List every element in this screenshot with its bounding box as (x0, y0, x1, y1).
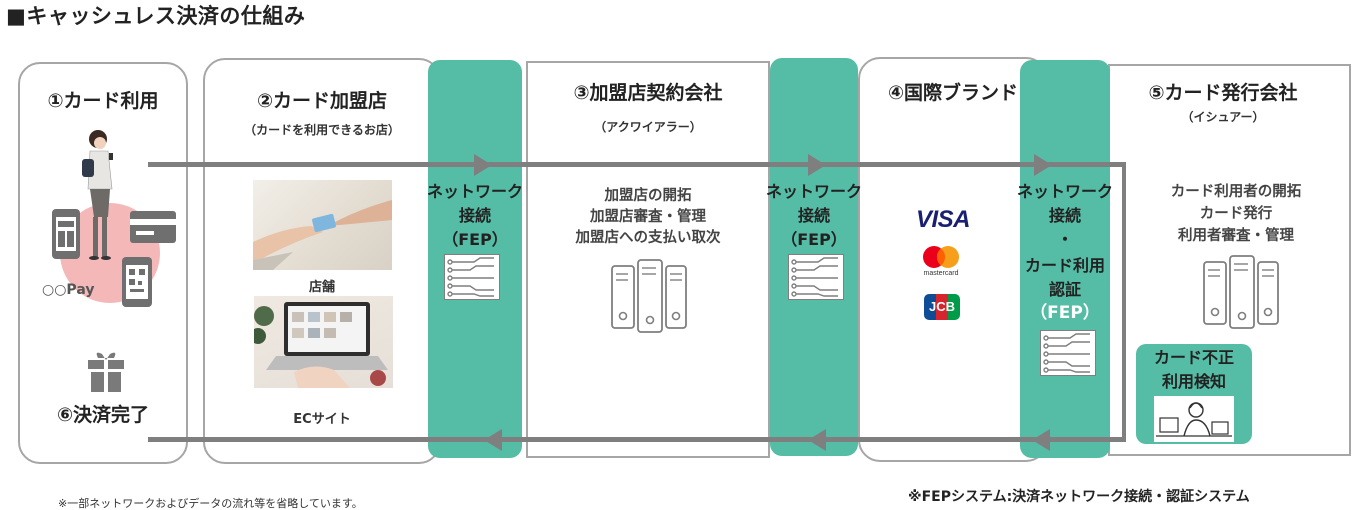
store-label: 店舗 (308, 280, 335, 295)
credit-card-icon (130, 211, 176, 243)
ec-site-label: ECサイト (293, 412, 351, 427)
fep-1-line-1: ネットワーク (426, 182, 523, 201)
fep-1-line-2: 接続 (458, 206, 491, 225)
footnote-right: ※FEPシステム:決済ネットワーク接続・認証システム (908, 489, 1250, 505)
fep-2-line-1: ネットワーク (765, 182, 862, 201)
fep-circuit-icon-2 (788, 254, 844, 300)
ec-site-photo (254, 296, 393, 388)
flow-arrow-right-3 (1034, 154, 1052, 176)
fraud-detection-line-2: 利用検知 (1161, 372, 1226, 391)
fep-1-line-3: （FEP） (442, 230, 508, 249)
flow-line-bottom (148, 437, 1126, 442)
mastercard-logo-text: mastercard (923, 270, 959, 277)
step-merchant-label: ②カード加盟店 (256, 90, 388, 112)
flow-line-top (148, 162, 1126, 167)
fep-3-line-3: ・ (1056, 230, 1073, 249)
flow-arrow-left-3 (484, 429, 502, 451)
acquirer-line-3: 加盟店への支払い取次 (575, 230, 721, 246)
page-title: ■キャッシュレス決済の仕組み (6, 4, 306, 28)
fep-3-line-6: （FEP） (1030, 303, 1100, 323)
fep-3-line-2: 接続 (1048, 206, 1081, 225)
store-photo (253, 180, 392, 270)
acquirer-line-2: 加盟店審査・管理 (590, 209, 706, 225)
visa-logo: VISA (915, 206, 971, 233)
mastercard-logo-icon (923, 246, 959, 268)
step-brand-label: ④国際ブランド (887, 82, 1019, 104)
step-card-use-label: ①カード利用 (47, 90, 159, 112)
fep-2-line-2: 接続 (797, 206, 830, 225)
issuer-line-2: カード発行 (1199, 206, 1273, 222)
flow-arrow-right-2 (808, 154, 826, 176)
smartphone-icon (52, 209, 80, 259)
fep-3-line-4: カード利用 (1024, 256, 1105, 275)
operator-icon (1154, 396, 1234, 442)
issuer-line-3: 利用者審査・管理 (1178, 228, 1294, 244)
gift-box-icon (88, 352, 124, 392)
flow-line-vertical (1122, 162, 1126, 442)
qr-phone-icon (122, 257, 152, 307)
fep-circuit-icon-3 (1040, 330, 1096, 376)
server-icon-issuer (1203, 255, 1279, 329)
fep-3-line-5: 認証 (1048, 280, 1081, 299)
fep-2-line-3: （FEP） (781, 230, 847, 249)
acquirer-line-1: 加盟店の開拓 (604, 188, 692, 204)
step-acquirer-label: ③加盟店契約会社 (573, 82, 723, 104)
step-complete-label: ⑥決済完了 (56, 404, 150, 426)
fep-column-3 (1020, 60, 1110, 458)
issuer-line-1: カード利用者の開拓 (1170, 184, 1302, 200)
woman-shopper-icon (82, 130, 113, 260)
fraud-detection-line-1: カード不正 (1153, 348, 1234, 367)
step-acquirer-sub: （アクワイアラー） (594, 120, 702, 134)
step-issuer-sub: （イシュアー） (1181, 110, 1265, 124)
pay-label: ○○Pay (42, 282, 95, 298)
flow-arrow-left-1 (1032, 429, 1050, 451)
fep-circuit-icon-1 (444, 254, 500, 300)
footnote-left: ※一部ネットワークおよびデータの流れ等を省略しています。 (58, 497, 363, 510)
flow-arrow-left-2 (808, 429, 826, 451)
server-icon-acquirer (611, 259, 687, 333)
jcb-logo: JCB (924, 294, 960, 320)
fep-3-line-1: ネットワーク (1016, 182, 1113, 201)
step-merchant-sub: （カードを利用できるお店） (244, 123, 400, 137)
step-issuer-label: ⑤カード発行会社 (1148, 82, 1298, 104)
card-use-illustration (52, 130, 176, 307)
flow-arrow-right-1 (474, 154, 492, 176)
